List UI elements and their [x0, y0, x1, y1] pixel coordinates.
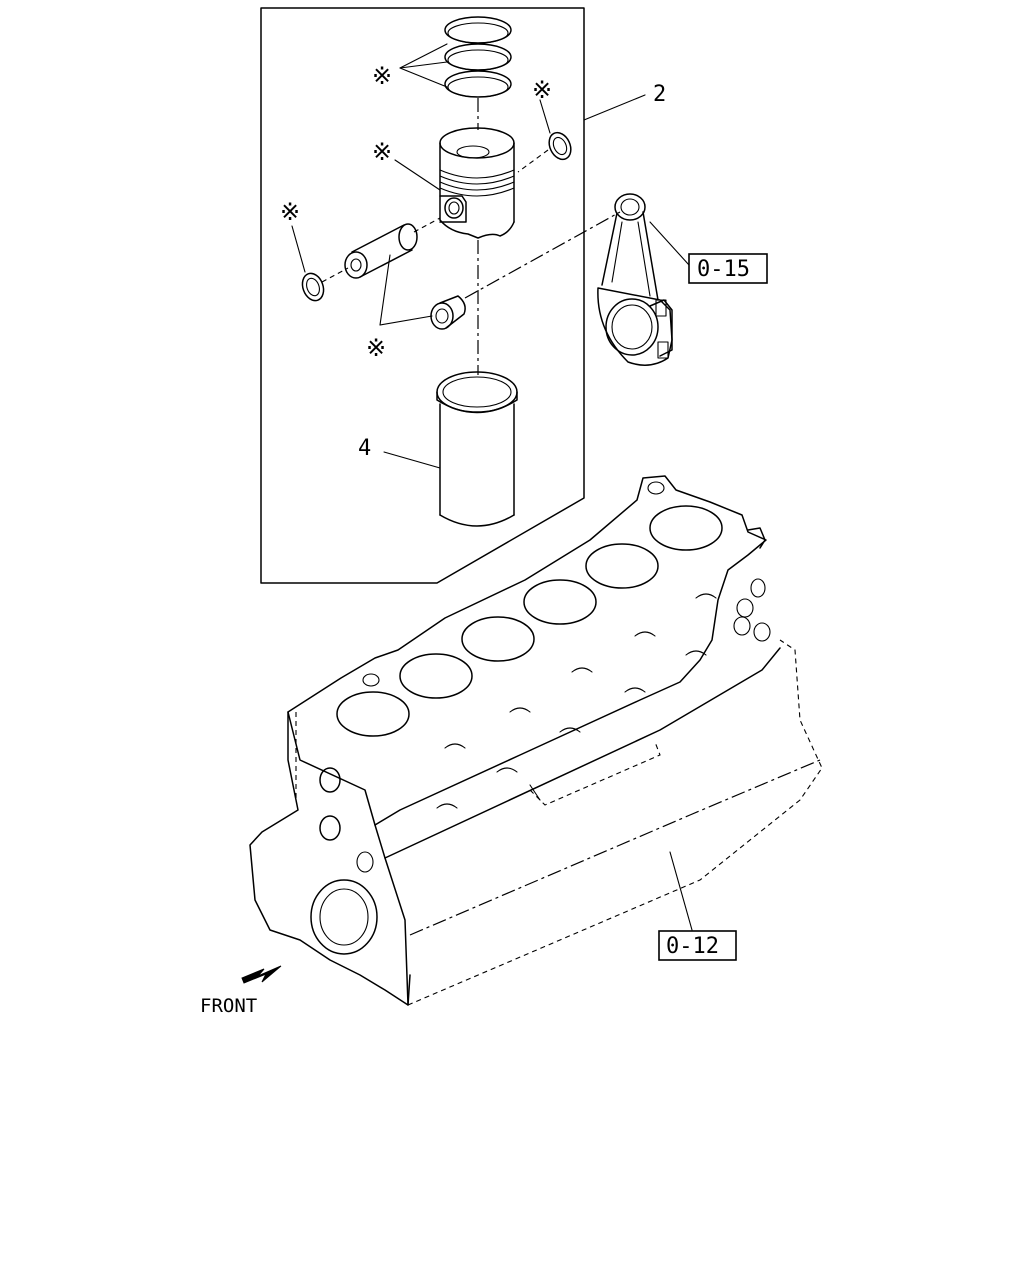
piston-icon — [394, 127, 515, 375]
asterisk-mark-snap-ring-left: ※ — [280, 198, 300, 226]
asterisk-mark-rings: ※ — [372, 62, 392, 90]
asterisk-mark-bushing: ※ — [366, 334, 386, 362]
connecting-rod-ref[interactable]: 0-15 — [697, 257, 750, 282]
asterisk-mark-snap-ring-right: ※ — [532, 76, 552, 104]
front-arrow-icon — [241, 965, 282, 984]
cylinder-liner-icon — [383, 371, 518, 527]
piston-ring-set-icon — [399, 16, 512, 130]
cylinder-block-ref[interactable]: 0-12 — [666, 934, 719, 959]
cylinder-block-ref-box[interactable] — [658, 930, 737, 961]
snap-ring-icon — [517, 99, 572, 173]
cylinder-block-icon — [249, 475, 823, 1006]
callout-cylinder-liner: 4 — [358, 436, 371, 461]
pin-bushing-icon — [379, 211, 621, 330]
connecting-rod-icon — [597, 193, 690, 366]
piston-pin-icon — [344, 217, 441, 279]
connecting-rod-ref-box[interactable] — [688, 253, 768, 284]
front-label: FRONT — [200, 995, 257, 1017]
asterisk-mark-piston: ※ — [372, 138, 392, 166]
piston-assembly-frame — [260, 7, 646, 584]
snap-ring-icon — [291, 225, 349, 302]
callout-piston-assembly: 2 — [653, 82, 666, 107]
